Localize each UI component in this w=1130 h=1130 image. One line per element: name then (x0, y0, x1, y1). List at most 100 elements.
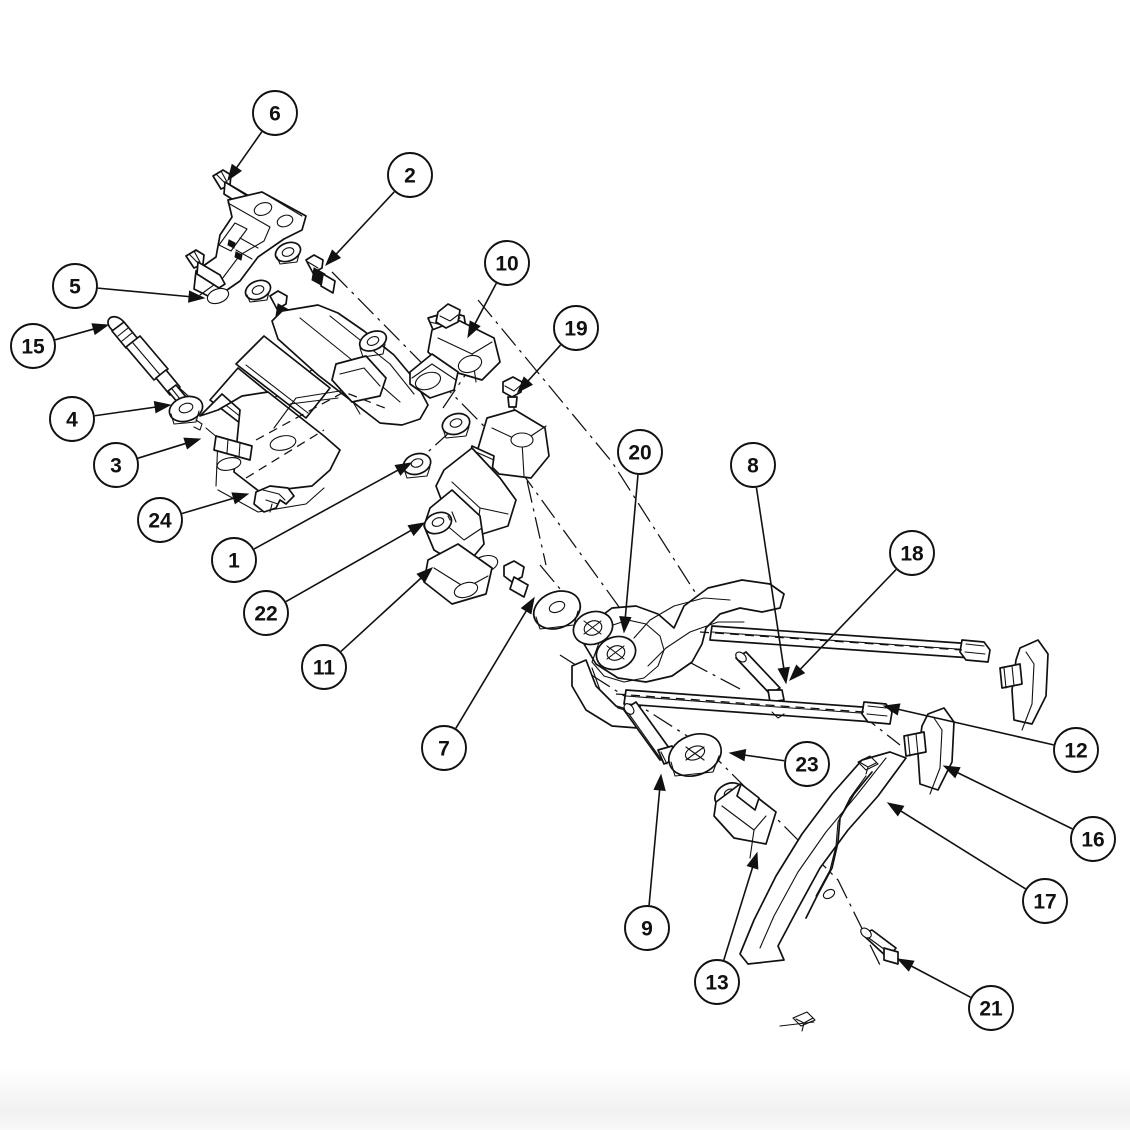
callout-8[interactable]: 8 (730, 442, 776, 488)
part-19-fastener (502, 376, 523, 408)
handle-marking-lower (792, 1011, 816, 1032)
leader-line-23 (744, 754, 785, 762)
leader-line-17 (900, 810, 1026, 890)
callout-15[interactable]: 15 (10, 323, 56, 369)
callout-label-1: 1 (228, 550, 240, 573)
part-12-grip-pad (999, 639, 1049, 731)
callout-label-5: 5 (69, 276, 81, 299)
callout-label-22: 22 (254, 603, 277, 626)
part-23-washer (668, 733, 722, 777)
handle-marking-upper (857, 755, 879, 775)
callout-circle-24 (137, 497, 183, 543)
callout-9[interactable]: 9 (624, 905, 670, 951)
leader-line-13 (723, 867, 754, 961)
callout-label-9: 9 (641, 918, 653, 941)
leader-arrowhead-24 (231, 492, 250, 505)
callout-circle-2 (387, 152, 433, 198)
leader-line-15 (54, 328, 94, 341)
callout-4[interactable]: 4 (49, 396, 95, 442)
leader-line-16 (957, 771, 1073, 830)
callout-label-6: 6 (269, 103, 281, 126)
callout-circle-23 (784, 741, 830, 787)
leader-arrowhead-11 (416, 567, 434, 584)
callout-circle-18 (889, 530, 935, 576)
callout-2[interactable]: 2 (387, 152, 433, 198)
callout-label-23: 23 (795, 754, 818, 777)
leader-arrowhead-12 (882, 703, 901, 716)
leader-arrowhead-2 (325, 249, 342, 267)
callout-19[interactable]: 19 (553, 305, 599, 351)
callout-13[interactable]: 13 (694, 959, 740, 1005)
leader-line-24 (181, 497, 234, 515)
part-5-bracket-plate (185, 191, 307, 305)
callout-18[interactable]: 18 (889, 530, 935, 576)
leader-line-12 (898, 708, 1054, 746)
leader-line-18 (799, 569, 897, 670)
leader-line-5 (97, 287, 190, 298)
callout-label-3: 3 (110, 455, 122, 478)
leader-line-10 (474, 282, 497, 325)
leader-line-3 (137, 442, 186, 459)
callout-label-11: 11 (313, 657, 336, 680)
callout-22[interactable]: 22 (243, 590, 289, 636)
callout-3[interactable]: 3 (93, 442, 139, 488)
leader-arrowhead-20 (619, 616, 632, 634)
callout-circle-7 (421, 725, 467, 771)
leader-arrowhead-16 (942, 765, 961, 779)
callout-circle-11 (301, 644, 347, 690)
callout-label-10: 10 (495, 253, 518, 276)
leader-line-2 (335, 191, 395, 255)
leader-line-20 (624, 474, 639, 618)
callout-10[interactable]: 10 (484, 240, 530, 286)
callout-circle-15 (10, 323, 56, 369)
callout-circle-3 (93, 442, 139, 488)
leader-arrowhead-1 (394, 462, 413, 476)
callout-circle-16 (1070, 816, 1116, 862)
leader-line-8 (755, 487, 785, 669)
callout-label-7: 7 (438, 738, 450, 761)
leader-arrowhead-4 (153, 401, 172, 414)
callout-circle-22 (243, 590, 289, 636)
part-15-plunger (107, 315, 187, 404)
bushing-b (244, 279, 272, 303)
leader-line-7 (455, 610, 527, 729)
part-11-link-body (423, 409, 550, 605)
part-7-large-washer (532, 590, 582, 630)
callout-23[interactable]: 23 (784, 741, 830, 787)
callout-circle-1 (211, 537, 257, 583)
callout-7[interactable]: 7 (421, 725, 467, 771)
callout-11[interactable]: 11 (301, 644, 347, 690)
callout-12[interactable]: 12 (1053, 727, 1099, 773)
leader-arrowhead-8 (777, 666, 790, 685)
part-8-link-pin (735, 651, 785, 703)
leader-arrowhead-22 (407, 522, 426, 537)
callout-circle-10 (484, 240, 530, 286)
leader-line-22 (285, 529, 412, 603)
callout-6[interactable]: 6 (252, 90, 298, 136)
leader-line-4 (94, 406, 156, 417)
callout-24[interactable]: 24 (137, 497, 183, 543)
callout-circle-13 (694, 959, 740, 1005)
callout-17[interactable]: 17 (1022, 878, 1068, 924)
leader-arrowhead-18 (788, 664, 806, 682)
part-10-link-block (409, 303, 501, 399)
leader-arrowhead-19 (517, 376, 534, 394)
callout-label-21: 21 (979, 998, 1003, 1021)
callout-circle-9 (624, 905, 670, 951)
callout-circle-21 (968, 985, 1014, 1031)
leader-arrowhead-10 (467, 320, 481, 339)
leader-line-21 (910, 965, 972, 998)
callout-label-15: 15 (21, 336, 45, 359)
callout-16[interactable]: 16 (1070, 816, 1116, 862)
callout-label-20: 20 (628, 442, 651, 465)
leader-line-19 (527, 344, 562, 382)
leader-line-1 (253, 469, 399, 550)
part-1-main-bracket (199, 304, 429, 513)
callout-1[interactable]: 1 (211, 537, 257, 583)
callout-20[interactable]: 20 (617, 429, 663, 475)
callout-circle-17 (1022, 878, 1068, 924)
callout-5[interactable]: 5 (52, 263, 98, 309)
callout-21[interactable]: 21 (968, 985, 1014, 1031)
part-4-washer (168, 395, 204, 431)
